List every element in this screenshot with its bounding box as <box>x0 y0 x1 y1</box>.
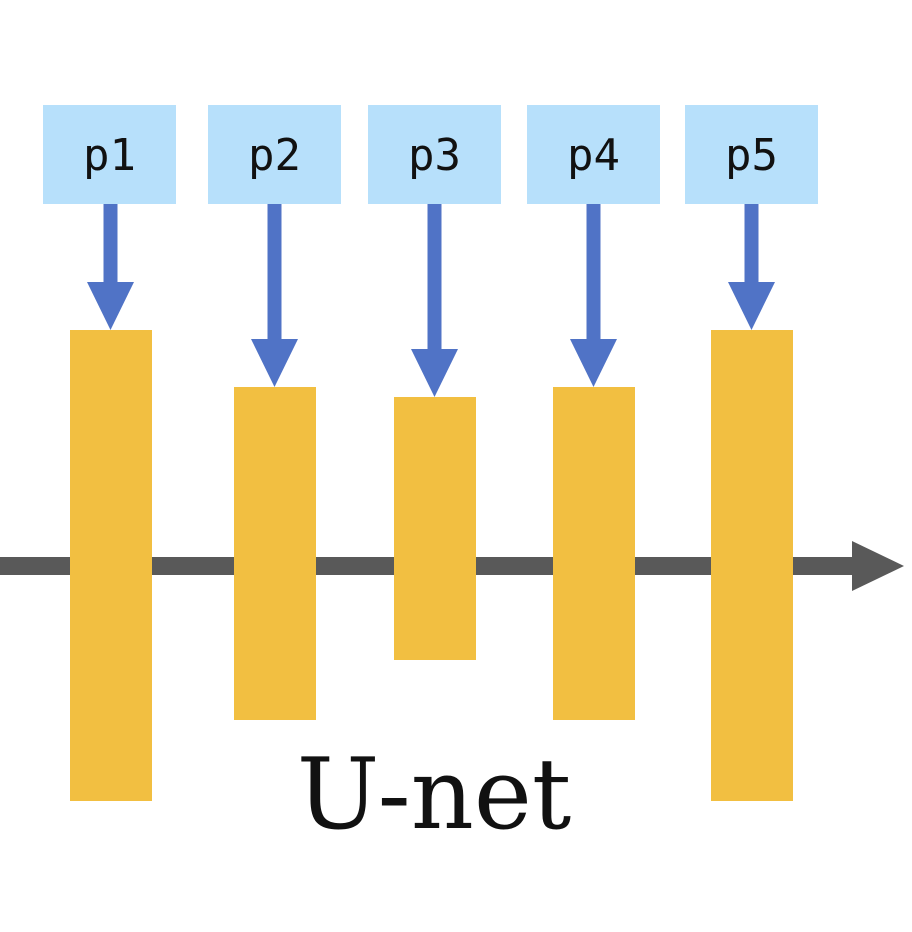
unet-block-5 <box>711 330 793 801</box>
down-arrow-icon <box>251 204 298 387</box>
prompt-box-p4: p4 <box>527 105 660 204</box>
prompt-box-p1: p1 <box>43 105 176 204</box>
prompt-box-p2: p2 <box>208 105 341 204</box>
prompt-label-p5: p5 <box>725 130 778 181</box>
prompt-boxes: p1 p2 p3 p4 p5 <box>43 105 818 204</box>
unet-block-3 <box>394 397 476 660</box>
down-arrow-icon <box>411 204 458 397</box>
down-arrow-icon <box>570 204 617 387</box>
unet-blocks <box>70 330 793 801</box>
prompt-box-p3: p3 <box>368 105 501 204</box>
prompt-box-p5: p5 <box>685 105 818 204</box>
prompt-label-p4: p4 <box>567 130 620 181</box>
prompt-label-p1: p1 <box>83 130 136 181</box>
prompt-label-p2: p2 <box>248 130 301 181</box>
prompt-arrows <box>87 204 775 397</box>
down-arrow-icon <box>87 204 134 330</box>
down-arrow-icon <box>728 204 775 330</box>
unet-block-1 <box>70 330 152 801</box>
unet-block-2 <box>234 387 316 720</box>
prompt-label-p3: p3 <box>408 130 461 181</box>
unet-block-4 <box>553 387 635 720</box>
axis-arrowhead-icon <box>852 541 904 591</box>
network-label: U-net <box>297 738 571 852</box>
